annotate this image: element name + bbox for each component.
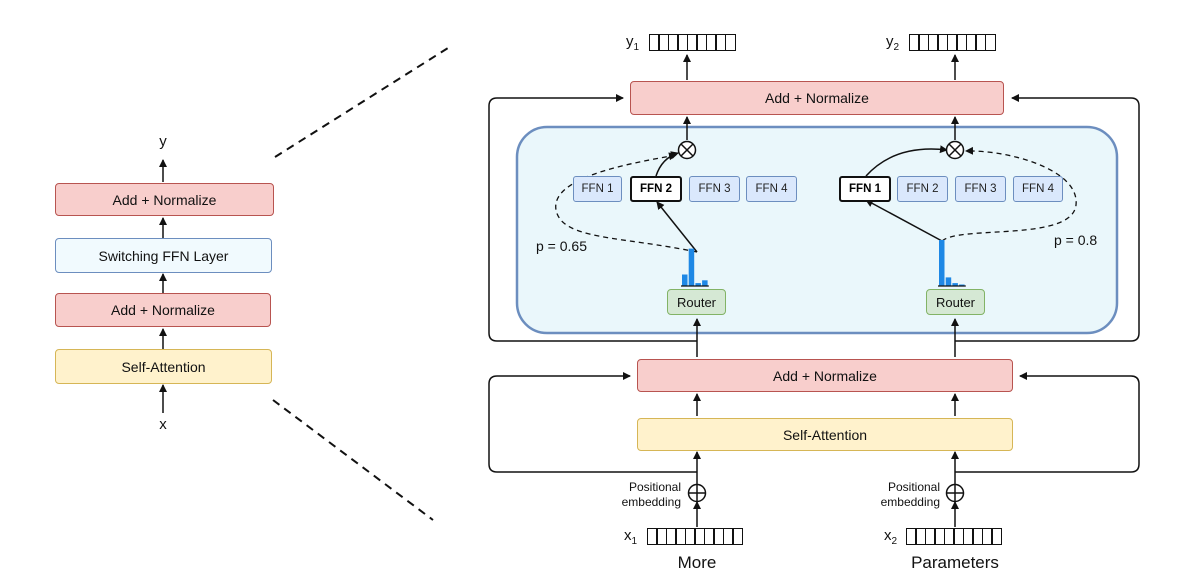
probability-left: p = 0.65 [536, 238, 587, 254]
left-output-label: y [159, 133, 167, 150]
histogram-bar-left-2 [688, 248, 695, 286]
plus-operator-left [687, 483, 707, 503]
switch-ffn-region [515, 125, 1119, 335]
left-input-label: x [159, 416, 167, 433]
multiply-operator-left [677, 140, 697, 160]
expert-right-ffn3: FFN 3 [955, 176, 1006, 202]
left-self-attention: Self-Attention [55, 349, 272, 384]
residual-connections [488, 94, 1140, 473]
router-right: Router [926, 289, 985, 315]
histogram-bar-right-4 [959, 284, 965, 286]
histogram-bar-left-1 [682, 274, 688, 286]
input-label-x2: x2 [884, 527, 898, 547]
input-label-x1: x1 [624, 527, 638, 547]
expert-right-ffn1-selected: FFN 1 [839, 176, 891, 202]
right-self-attention: Self-Attention [637, 418, 1013, 451]
probability-paths [555, 146, 1077, 253]
output-vector-y2 [908, 34, 996, 51]
plus-operator-right [945, 483, 965, 503]
histogram-bar-right-3 [952, 283, 958, 286]
vertical-flow-arrows [683, 54, 959, 527]
expert-left-ffn4: FFN 4 [746, 176, 797, 202]
left-add-normalize-bottom: Add + Normalize [55, 293, 271, 327]
token-more: More [677, 553, 717, 572]
input-vector-x2 [905, 528, 1002, 545]
histogram-bar-left-3 [695, 283, 701, 286]
positional-embedding-label-left: Positional embedding [621, 480, 681, 509]
router-histogram-left [681, 248, 709, 287]
zoom-line-bottom [272, 399, 434, 521]
multiply-operator-right [945, 140, 965, 160]
router-histogram-right [938, 240, 966, 287]
expert-right-ffn2: FFN 2 [897, 176, 948, 202]
histogram-bar-left-4 [702, 280, 708, 287]
histogram-bar-right-2 [945, 277, 952, 286]
probability-right: p = 0.8 [1054, 232, 1098, 248]
left-switching-ffn-layer: Switching FFN Layer [55, 238, 272, 273]
positional-embedding-label-right: Positional embedding [880, 480, 940, 509]
token-parameters: Parameters [911, 553, 999, 572]
router-selection-arrows [655, 145, 948, 253]
input-vector-x1 [646, 528, 743, 545]
expert-left-ffn1: FFN 1 [573, 176, 622, 202]
zoom-line-top [274, 47, 449, 158]
expert-left-ffn2-selected: FFN 2 [630, 176, 682, 202]
right-add-normalize-top: Add + Normalize [630, 81, 1004, 115]
output-label-y2: y2 [886, 33, 900, 53]
expert-left-ffn3: FFN 3 [689, 176, 740, 202]
histogram-bar-right-1 [939, 240, 945, 286]
expert-right-ffn4: FFN 4 [1013, 176, 1063, 202]
left-add-normalize-top: Add + Normalize [55, 183, 274, 216]
output-vector-y1 [648, 34, 736, 51]
right-add-normalize-bottom: Add + Normalize [637, 359, 1013, 392]
output-label-y1: y1 [626, 33, 640, 53]
router-left: Router [667, 289, 726, 315]
